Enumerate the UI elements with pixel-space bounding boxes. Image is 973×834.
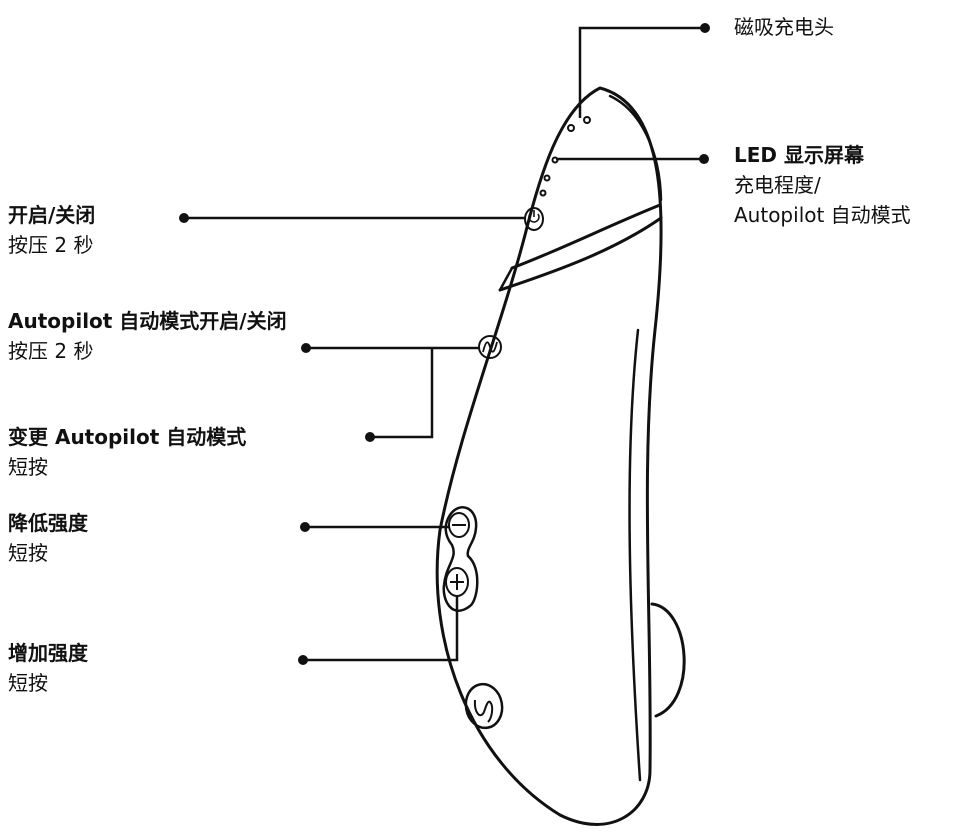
callout-decrease-title: 降低强度 — [8, 511, 88, 535]
device-band-edge — [498, 266, 514, 292]
charger-pin-icon — [583, 116, 591, 124]
leader-dot — [298, 655, 308, 665]
wave-icon — [482, 341, 498, 353]
callout-led-desc2: Autopilot 自动模式 — [734, 203, 911, 227]
plus-button[interactable] — [445, 567, 469, 597]
intensity-rocker — [442, 506, 479, 612]
device-top-contour — [608, 94, 663, 202]
leader-dot — [699, 154, 709, 164]
brand-logo-icon — [473, 699, 494, 723]
minus-button[interactable] — [448, 512, 470, 538]
callout-decrease: 降低强度 短按 — [8, 508, 88, 568]
leader-line-autopilot-change — [370, 348, 434, 439]
led-dot-icon — [539, 189, 547, 197]
leader-line-increase — [303, 596, 459, 662]
callout-led: LED 显示屏幕 充电程度/ Autopilot 自动模式 — [734, 140, 911, 230]
leader-dot — [301, 343, 311, 353]
power-icon — [528, 210, 540, 223]
device-suction-head — [650, 602, 686, 718]
device-band-lower — [498, 216, 663, 292]
device-body-outline — [435, 86, 663, 826]
logo-button — [464, 682, 504, 730]
callout-led-title: LED 显示屏幕 — [734, 143, 864, 167]
led-dot-icon — [543, 174, 551, 182]
callout-increase-desc: 短按 — [8, 671, 48, 695]
callout-power-desc: 按压 2 秒 — [8, 233, 94, 257]
leader-dot — [300, 522, 310, 532]
device-band-upper — [510, 203, 662, 270]
leader-line-charger — [578, 26, 705, 118]
leader-dot — [179, 213, 189, 223]
callout-charger: 磁吸充电头 — [734, 12, 834, 42]
callout-charger-title: 磁吸充电头 — [734, 15, 834, 39]
callout-decrease-desc: 短按 — [8, 541, 48, 565]
callout-power: 开启/关闭 按压 2 秒 — [8, 200, 95, 260]
callout-autopilot-change-desc: 短按 — [8, 455, 48, 479]
callout-autopilot-change-title: 变更 Autopilot 自动模式 — [8, 425, 247, 449]
callout-increase: 增加强度 短按 — [8, 638, 88, 698]
leader-dot — [700, 23, 710, 33]
callout-autopilot-change: 变更 Autopilot 自动模式 短按 — [8, 422, 246, 482]
leader-dot — [365, 432, 375, 442]
callout-power-title: 开启/关闭 — [8, 203, 96, 227]
callout-autopilot-toggle-desc: 按压 2 秒 — [8, 339, 94, 363]
callout-autopilot-toggle: Autopilot 自动模式开启/关闭 按压 2 秒 — [8, 306, 287, 366]
callout-increase-title: 增加强度 — [8, 641, 88, 665]
callout-autopilot-toggle-title: Autopilot 自动模式开启/关闭 — [8, 309, 287, 333]
callout-led-desc1: 充电程度/ — [734, 173, 821, 197]
plus-icon — [450, 574, 464, 590]
device-face-contour — [628, 328, 642, 782]
charger-pin-icon — [567, 124, 575, 132]
